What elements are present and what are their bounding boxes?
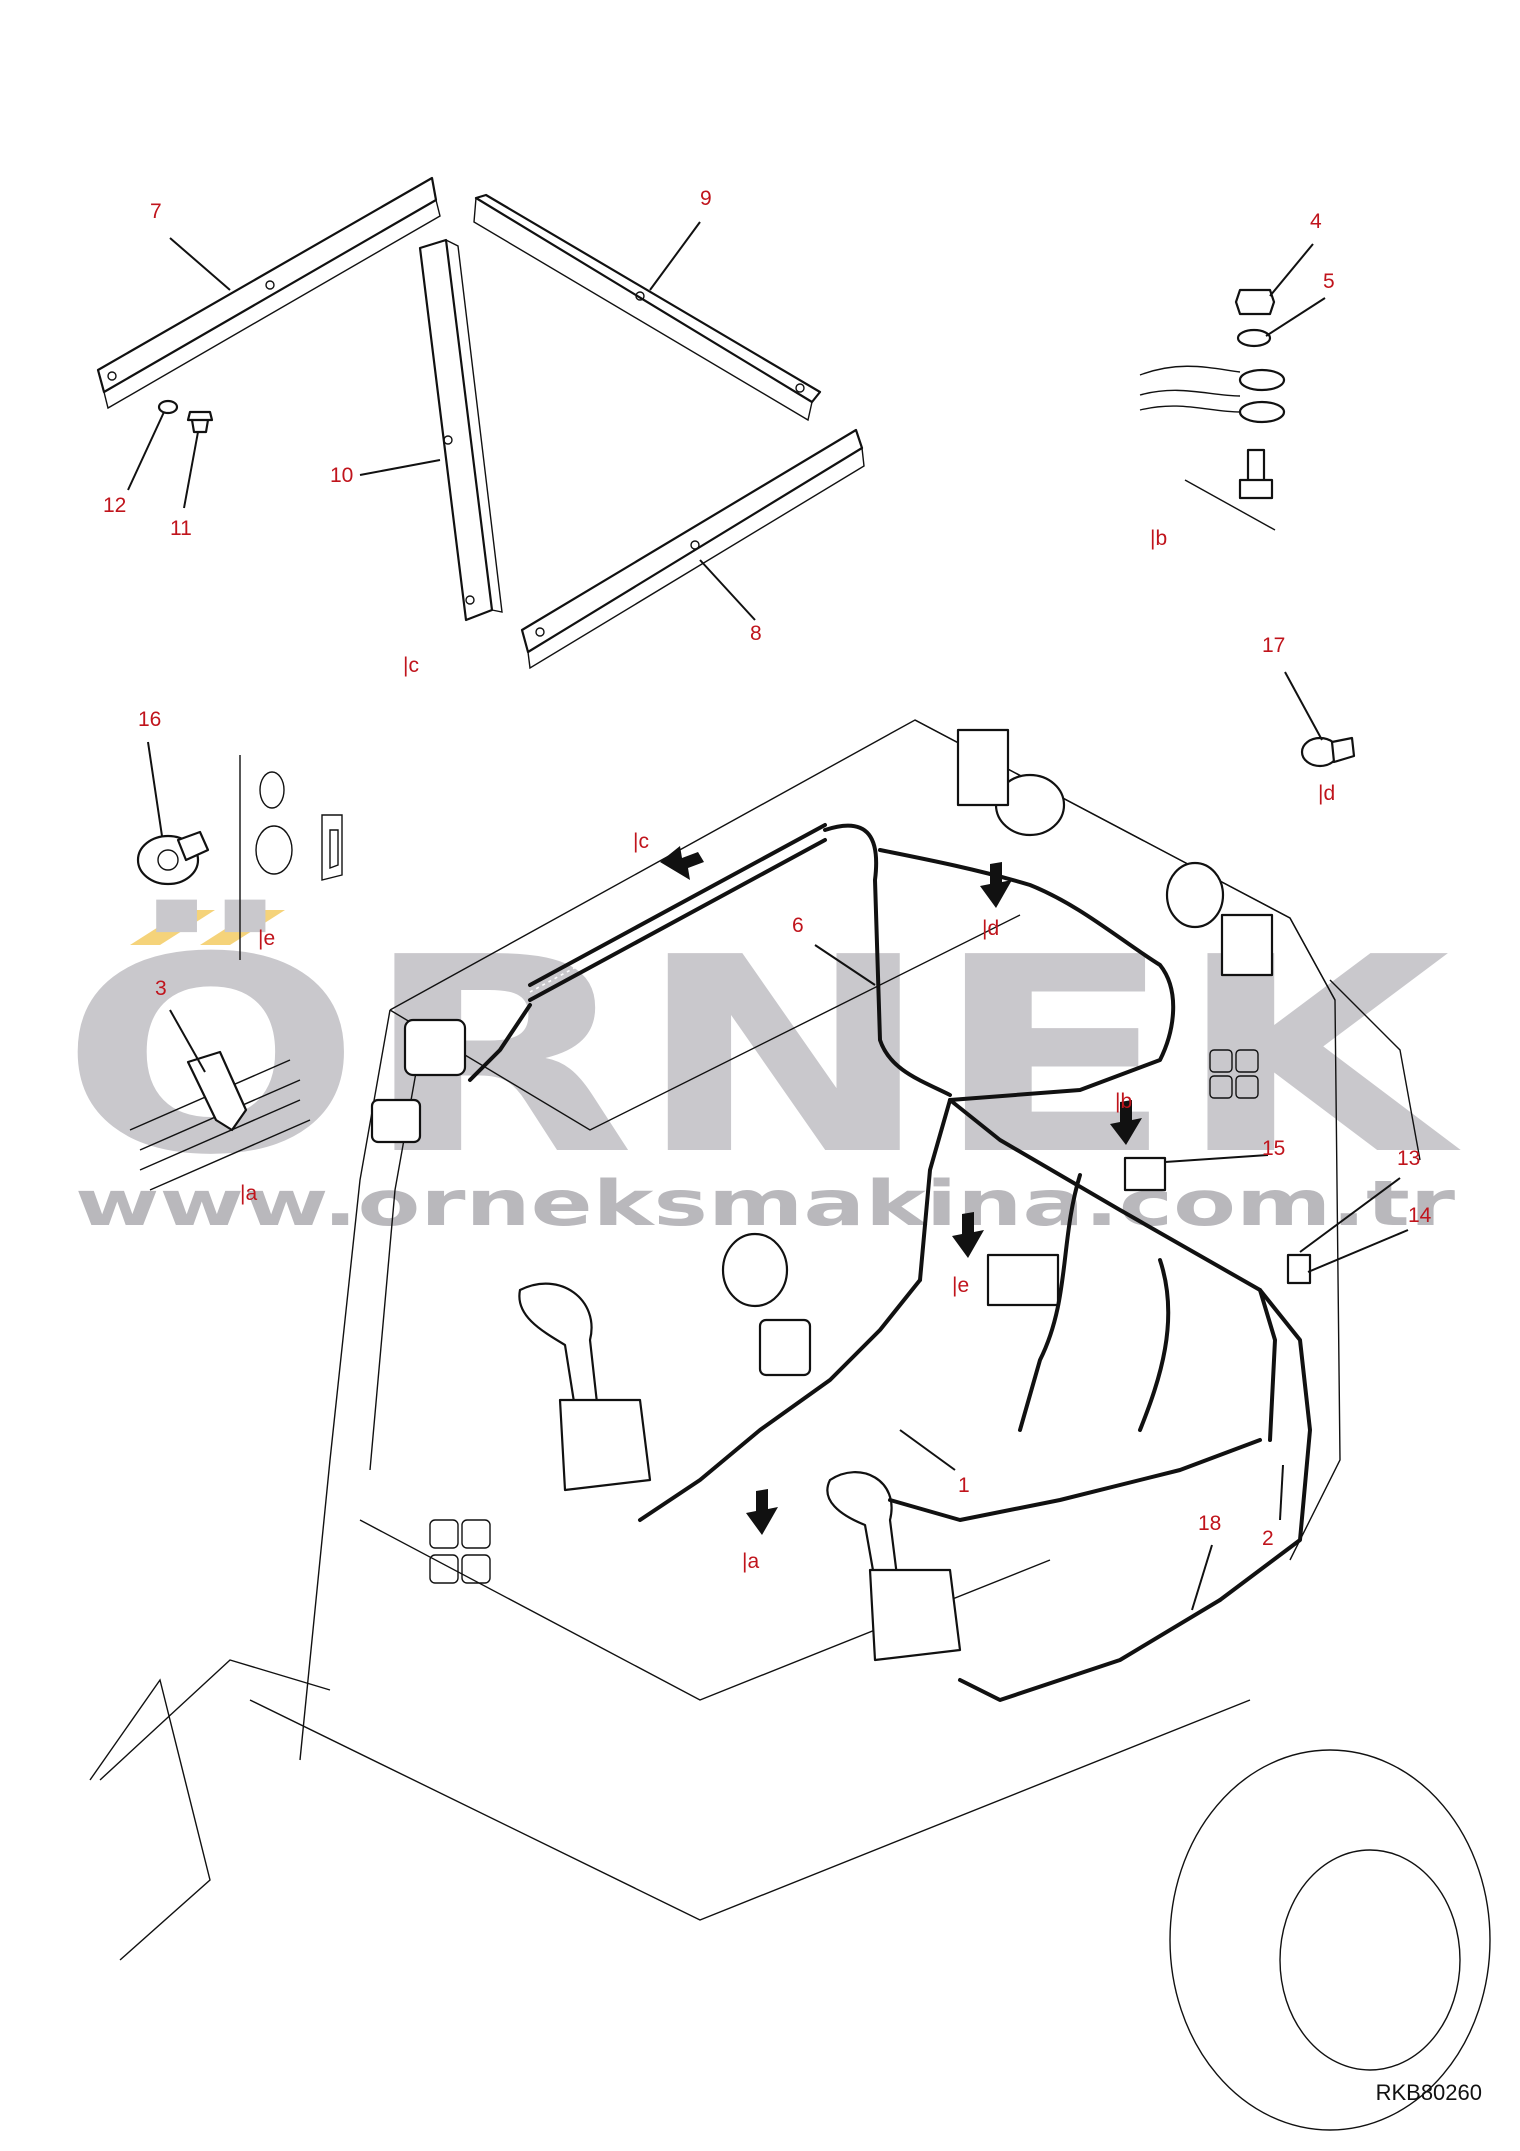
reference-arrows bbox=[660, 846, 1142, 1535]
frame-bar-7 bbox=[96, 176, 438, 394]
right-control-lever bbox=[826, 1471, 962, 1662]
callout-15: 15 bbox=[1262, 1137, 1285, 1160]
switch-16-detail bbox=[136, 755, 343, 960]
cable-tie-detail bbox=[129, 1050, 311, 1191]
frame-bar-10 bbox=[418, 238, 494, 622]
left-control-lever bbox=[518, 1282, 652, 1492]
callout-14: 14 bbox=[1408, 1204, 1432, 1227]
watermark-accent-right bbox=[200, 910, 285, 945]
callout-3: 3 bbox=[155, 977, 167, 1000]
cable-tie-3 bbox=[186, 1050, 248, 1132]
callout-10: 10 bbox=[330, 464, 353, 487]
switch-17-detail bbox=[1300, 736, 1356, 768]
callout-11: 11 bbox=[170, 517, 192, 540]
nut-4 bbox=[1234, 288, 1276, 316]
callout-13: 13 bbox=[1397, 1147, 1420, 1170]
frame-bar-9 bbox=[474, 193, 822, 404]
callout-9: 9 bbox=[700, 187, 712, 210]
ref-d-main: |d bbox=[982, 917, 999, 940]
arrow-b bbox=[1110, 1100, 1142, 1145]
arrow-a bbox=[746, 1489, 778, 1535]
ref-b-detail: |b bbox=[1150, 527, 1167, 550]
drawing-code: RKB80260 bbox=[1376, 2080, 1482, 2105]
terminal-13-14 bbox=[1286, 1253, 1312, 1285]
callout-2: 2 bbox=[1262, 1527, 1274, 1550]
arrow-d bbox=[980, 862, 1012, 908]
frame-bar-8 bbox=[520, 428, 864, 654]
wiring-harness bbox=[468, 823, 1312, 1702]
ring-terminal-lower bbox=[1238, 400, 1286, 424]
ref-a-detail: |a bbox=[240, 1182, 257, 1205]
callouts: 7 9 10 8 12 11 4 5 17 16 3 6 15 13 14 1 … bbox=[103, 187, 1432, 1550]
machine-cab-outline bbox=[89, 719, 1491, 2131]
watermark-accent-left bbox=[130, 910, 215, 945]
work-light-front bbox=[721, 1232, 789, 1308]
ref-a-main: |a bbox=[742, 1550, 759, 1573]
arrow-c bbox=[660, 846, 704, 880]
fuse-box bbox=[986, 1253, 1060, 1307]
watermark-url: www.orneksmakina.com.tr bbox=[75, 1167, 1456, 1240]
callout-12: 12 bbox=[103, 494, 126, 517]
bolt bbox=[1238, 448, 1274, 500]
detail-refs: |c |b |d |e |a |c |d |b |e |a bbox=[240, 527, 1335, 1573]
ring-terminal-upper bbox=[1238, 368, 1286, 392]
ref-d-detail: |d bbox=[1318, 782, 1335, 805]
ref-e-main: |e bbox=[952, 1274, 969, 1297]
leader-lines bbox=[127, 221, 1409, 1611]
ref-b-main: |b bbox=[1115, 1090, 1132, 1113]
work-light-right bbox=[1165, 861, 1225, 929]
arrow-e bbox=[952, 1212, 984, 1258]
work-light-left bbox=[403, 1018, 467, 1077]
screw-11 bbox=[186, 410, 214, 434]
relay-15 bbox=[1123, 1156, 1167, 1192]
cab-lights bbox=[370, 728, 1312, 1377]
callout-6: 6 bbox=[792, 914, 804, 937]
callout-1: 1 bbox=[958, 1474, 970, 1497]
callout-18: 18 bbox=[1198, 1512, 1221, 1535]
washer-12 bbox=[157, 399, 179, 415]
callout-7: 7 bbox=[150, 200, 162, 223]
washer-5 bbox=[1236, 328, 1272, 348]
callout-8: 8 bbox=[750, 622, 762, 645]
terminal-detail bbox=[1139, 288, 1286, 531]
callout-5: 5 bbox=[1323, 270, 1335, 293]
ref-c-main: |c bbox=[633, 830, 649, 853]
callout-16: 16 bbox=[138, 708, 161, 731]
ref-c-detail: |c bbox=[403, 654, 419, 677]
ref-e-detail: |e bbox=[258, 927, 275, 950]
callout-17: 17 bbox=[1262, 634, 1285, 657]
frame-bars-detail bbox=[96, 176, 865, 670]
callout-4: 4 bbox=[1310, 210, 1322, 233]
